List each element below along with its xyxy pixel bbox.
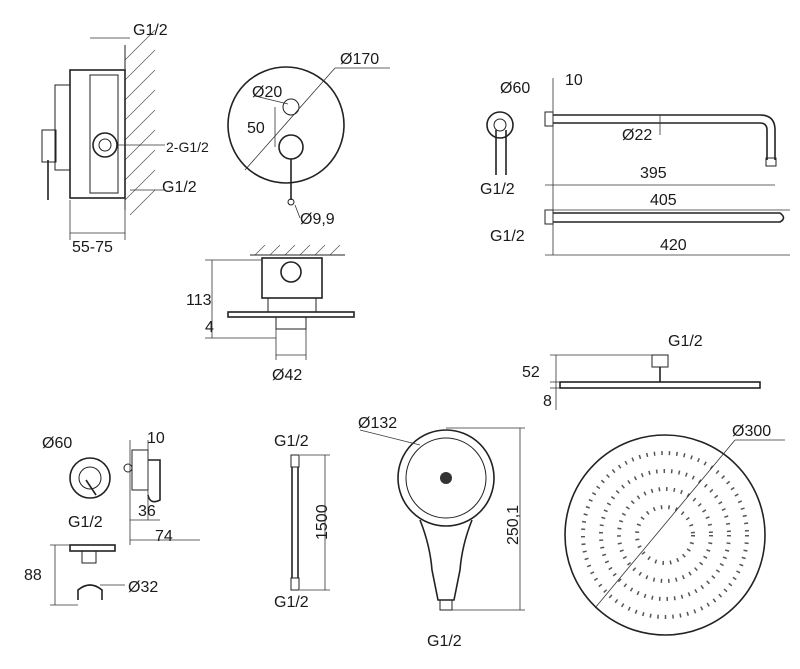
arm-top-thread: G1/2 [490,228,525,245]
hose-top-thread: G1/2 [274,433,309,450]
hose-length: 1500 [314,504,331,540]
head-thickness: 8 [543,393,552,410]
rain-head-diameter: Ø300 [732,423,771,440]
rain-head-view: Ø300 [564,423,785,636]
head-side-view: G1/2 52 8 [522,333,761,410]
mixer-side-view: G1/2 2-G1/2 G1/2 55-75 [41,22,209,256]
arm-reach: 395 [640,165,667,182]
holder-diameter: Ø32 [128,579,158,596]
head-thread: G1/2 [668,333,703,350]
outlet-depth: 36 [138,503,156,520]
plate-thickness: 4 [205,319,214,336]
outlet-length: 74 [155,528,173,545]
plate-front-view: Ø170 Ø20 50 Ø9,9 [227,51,390,228]
plate-diameter: Ø170 [340,51,379,68]
hand-shower-thread: G1/2 [427,633,462,650]
arm-length: 405 [650,192,677,209]
hand-shower-view: Ø132 250,1 G1/2 [358,415,525,650]
diverter-offset: 50 [247,120,265,137]
mixer-height: 113 [186,292,212,309]
spout-diameter: Ø42 [272,367,302,384]
arm-wall-depth: 10 [565,72,583,89]
mixer-top-view: 113 4 Ø42 [186,244,355,384]
arm-flange-diameter: Ø60 [500,80,530,97]
outlet-height: 88 [24,567,42,584]
mixer-depth: 55-75 [72,239,113,256]
hand-shower-length: 250,1 [505,505,522,545]
outlet-flange-diameter: Ø60 [42,435,72,452]
hand-shower-diameter: Ø132 [358,415,397,432]
hose-bottom-thread: G1/2 [274,594,309,611]
shower-arm-view: Ø60 10 Ø22 G1/2 395 405 G1/2 420 [480,72,790,256]
arm-pipe-diameter: Ø22 [622,127,652,144]
arm-thread: G1/2 [480,181,515,198]
hose-view: G1/2 1500 G1/2 [274,433,331,611]
outlet-wall-depth: 10 [147,430,165,447]
mixer-top-thread: G1/2 [133,22,168,39]
mixer-outlet-thread: 2-G1/2 [166,139,209,155]
outlet-thread: G1/2 [68,514,103,531]
head-height: 52 [522,364,540,381]
wall-outlet-view: Ø60 G1/2 10 36 74 88 Ø32 [24,430,200,606]
mixer-bottom-thread: G1/2 [162,179,197,196]
diverter-diameter: Ø20 [252,84,282,101]
arm-total: 420 [660,237,687,254]
lever-diameter: Ø9,9 [300,211,335,228]
